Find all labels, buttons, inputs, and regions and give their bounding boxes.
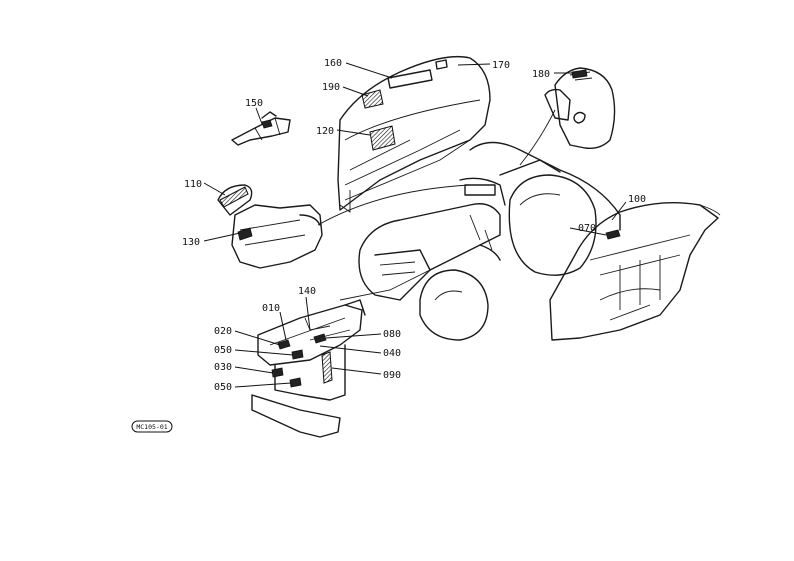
callout-120: 120 — [316, 126, 334, 137]
callout-090: 090 — [383, 370, 401, 381]
callout-140: 140 — [298, 286, 316, 297]
diagram-code-badge: MC105-01 — [131, 420, 173, 433]
callout-170: 170 — [492, 60, 510, 71]
tractor-body — [358, 141, 621, 341]
callout-150: 150 — [245, 98, 263, 109]
callout-040: 040 — [383, 348, 401, 359]
callout-labels: 160 190 170 180 150 120 110 130 100 070 … — [182, 58, 646, 393]
callout-070: 070 — [578, 223, 596, 234]
left-bracket — [231, 111, 291, 146]
callout-100: 100 — [628, 194, 646, 205]
lower-panel-assembly — [251, 299, 366, 438]
callout-030: 030 — [214, 362, 232, 373]
callout-130: 130 — [182, 237, 200, 248]
callout-160: 160 — [324, 58, 342, 69]
right-fender — [549, 201, 719, 341]
callout-020: 020 — [214, 326, 232, 337]
cabin-hood-panel — [337, 55, 491, 213]
callout-110: 110 — [184, 179, 202, 190]
callout-190: 190 — [322, 82, 340, 93]
callout-050-upper: 050 — [214, 345, 232, 356]
left-console — [217, 184, 323, 269]
connection-lines — [309, 109, 721, 341]
diagram-code: MC105-01 — [136, 423, 167, 431]
callout-180: 180 — [532, 69, 550, 80]
upper-right-cover — [544, 67, 616, 150]
leader-lines — [203, 62, 627, 388]
callout-010: 010 — [262, 303, 280, 314]
callout-080: 080 — [383, 329, 401, 340]
callout-050-lower: 050 — [214, 382, 232, 393]
